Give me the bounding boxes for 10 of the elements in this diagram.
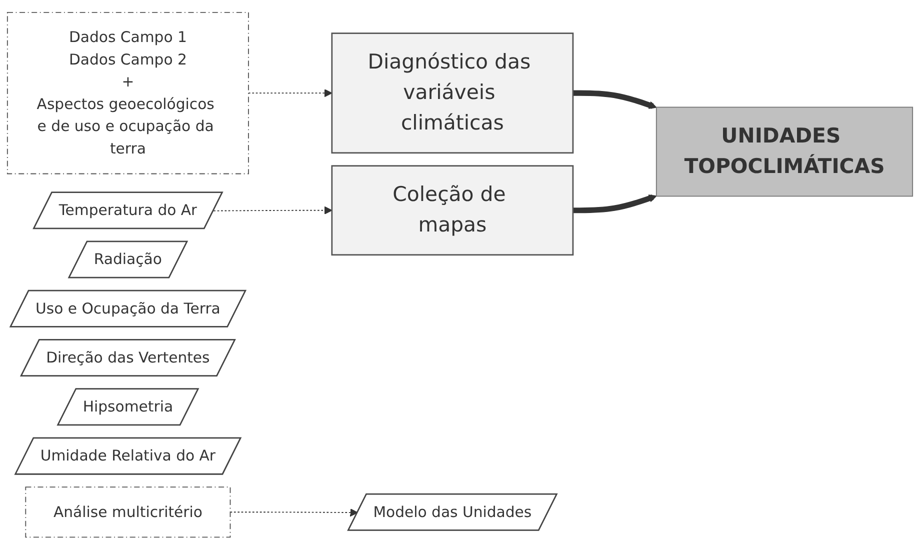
arrow — [248, 89, 332, 98]
arrow — [230, 508, 358, 517]
arrow — [572, 194, 657, 214]
node-box: Coleção de mapas — [331, 165, 574, 256]
node-box: Análise multicritério — [25, 486, 231, 538]
node-box: UNIDADES TOPOCLIMÁTICAS — [656, 106, 914, 197]
arrow — [572, 90, 657, 110]
node-box: Diagnóstico das variáveis climáticas — [331, 32, 574, 154]
arrow — [213, 206, 332, 215]
node-box: Dados Campo 1 Dados Campo 2 + Aspectos geoecológicos e de uso e ocupação da terra — [6, 12, 249, 174]
